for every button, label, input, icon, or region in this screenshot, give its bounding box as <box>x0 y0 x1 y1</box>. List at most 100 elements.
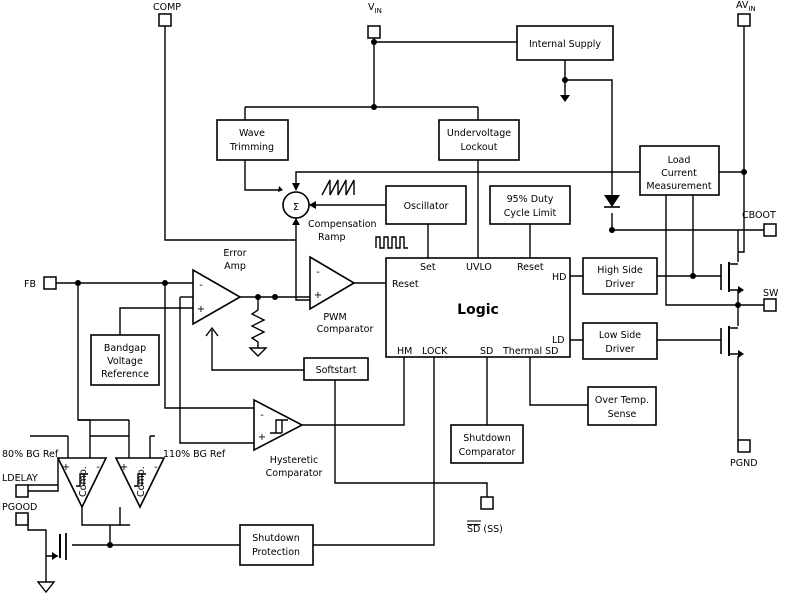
avin-pin <box>737 13 751 27</box>
logic-block: Logic Set UVLO Reset HD LD Reset HM LOCK… <box>385 257 571 358</box>
pwm-comp-label-2: Comparator <box>317 324 374 335</box>
junctions <box>75 39 747 548</box>
pgnd-pin-label: PGND <box>730 458 758 469</box>
pwm-comp-label-1: PWM <box>323 312 346 323</box>
bg80-label: 80% BG Ref <box>2 449 59 460</box>
bg110-label: 110% BG Ref <box>163 449 226 460</box>
logic-port-ld: LD <box>552 335 565 346</box>
window-comparator-1: + - Comp. <box>56 457 108 509</box>
shutdown-prot-label-1: Shutdown <box>252 533 299 544</box>
low-side-label-2: Driver <box>605 344 634 355</box>
svg-text:-: - <box>154 462 158 473</box>
uvlo-label-1: Undervoltage <box>447 128 511 139</box>
load-current-label-3: Measurement <box>646 181 711 192</box>
hyst-comp-label-2: Comparator <box>266 468 323 479</box>
low-side-label-1: Low Side <box>599 330 641 341</box>
svg-text:-: - <box>260 410 264 421</box>
logic-port-hm: HM <box>397 346 412 357</box>
internal-supply-label: Internal Supply <box>529 39 601 50</box>
hyst-comp-label-1: Hysteretic <box>270 455 318 466</box>
svg-text:Σ: Σ <box>293 202 299 213</box>
fb-pin <box>43 276 57 290</box>
cboot-pin <box>763 223 777 237</box>
shutdown-comp-label-1: Shutdown <box>463 433 510 444</box>
bandgap-label-3: Reference <box>101 369 149 380</box>
pgood-pin <box>15 512 29 526</box>
fb-pin-label: FB <box>24 279 36 290</box>
wave-trimming-label-1: Wave <box>239 128 265 139</box>
shutdown-prot-label-2: Protection <box>252 547 300 558</box>
bandgap-block: Bandgap Voltage Reference <box>90 334 160 386</box>
uvlo-label-2: Lockout <box>461 142 498 153</box>
comp-ramp-label-2: Ramp <box>318 232 346 243</box>
error-amp-label-2: Amp <box>224 261 246 272</box>
wave-trimming-label-2: Trimming <box>229 142 274 153</box>
svg-text:-: - <box>199 280 203 291</box>
high-side-mosfet <box>720 262 744 294</box>
pwm-comparator: - + PWM Comparator <box>309 255 374 335</box>
logic-label: Logic <box>457 302 499 318</box>
error-amp-label-1: Error <box>223 248 246 259</box>
sw-pin-label: SW <box>763 288 779 299</box>
logic-port-reset-left: Reset <box>392 279 419 290</box>
sd-pin-label: SD (SS) <box>467 524 503 535</box>
ldelay-pin <box>15 484 29 498</box>
load-current-label-1: Load <box>668 155 691 166</box>
logic-port-lock: LOCK <box>422 346 448 357</box>
error-amp: - + Error Amp <box>192 248 247 326</box>
load-current-block: Load Current Measurement <box>639 145 720 196</box>
oscillator-label: Oscillator <box>404 201 449 212</box>
svg-text:+: + <box>258 432 266 443</box>
pins: COMP VIN AVIN FB CBOOT SW PGND LDELAY PG… <box>2 0 779 535</box>
summing-node: Σ <box>278 183 316 225</box>
high-side-label-1: High Side <box>597 265 643 276</box>
shutdown-protection-block: Shutdown Protection <box>239 524 314 566</box>
vin-pin-label: VIN <box>368 2 382 15</box>
duty-limit-label-2: Cycle Limit <box>504 208 557 219</box>
sawtooth-icon <box>321 179 355 196</box>
over-temp-label-1: Over Temp. <box>595 395 649 406</box>
hysteretic-comparator: - + Hysteretic Comparator <box>253 398 323 479</box>
oscillator-block: Oscillator <box>385 185 467 225</box>
low-side-mosfet <box>720 326 744 358</box>
window-comparator-2: + - Comp. <box>114 457 166 509</box>
logic-port-reset-top: Reset <box>517 262 544 273</box>
svg-text:-: - <box>316 267 320 278</box>
svg-text:-: - <box>96 462 100 473</box>
ldelay-pin-label: LDELAY <box>2 473 38 484</box>
sd-pin <box>480 496 494 510</box>
bandgap-label-1: Bandgap <box>104 343 146 354</box>
logic-port-uvlo: UVLO <box>466 262 492 273</box>
comp-ramp-label-1: Compensation <box>308 219 377 230</box>
pgood-pin-label: PGOOD <box>2 502 37 513</box>
logic-port-thermal-sd: Thermal SD <box>502 346 559 357</box>
svg-text:+: + <box>314 290 322 301</box>
bandgap-label-2: Voltage <box>107 356 143 367</box>
comp-pin <box>158 13 172 27</box>
logic-port-set: Set <box>420 262 436 273</box>
duty-limit-block: 95% Duty Cycle Limit <box>489 185 571 225</box>
uvlo-block: Undervoltage Lockout <box>438 119 520 161</box>
sw-pin <box>763 298 777 312</box>
load-current-label-2: Current <box>661 168 697 179</box>
pgood-mosfet <box>52 533 67 560</box>
wave-trimming-block: Wave Trimming <box>216 119 289 161</box>
svg-text:+: + <box>62 462 70 473</box>
over-temp-label-2: Sense <box>608 409 637 420</box>
softstart-label: Softstart <box>316 365 357 376</box>
over-temp-block: Over Temp. Sense <box>587 386 657 426</box>
boot-diode <box>604 195 620 208</box>
high-side-driver-block: High Side Driver <box>582 257 658 295</box>
high-side-label-2: Driver <box>605 279 634 290</box>
softstart-block: Softstart <box>303 357 369 381</box>
logic-port-hd: HD <box>552 272 566 283</box>
logic-port-sd: SD <box>480 346 493 357</box>
svg-text:+: + <box>197 304 205 315</box>
internal-supply-block: Internal Supply <box>516 25 614 61</box>
shutdown-comparator-block: Shutdown Comparator <box>450 424 524 464</box>
pulse-train-icon <box>375 236 408 249</box>
comp-pin-label: COMP <box>153 2 181 13</box>
cboot-pin-label: CBOOT <box>742 210 776 221</box>
